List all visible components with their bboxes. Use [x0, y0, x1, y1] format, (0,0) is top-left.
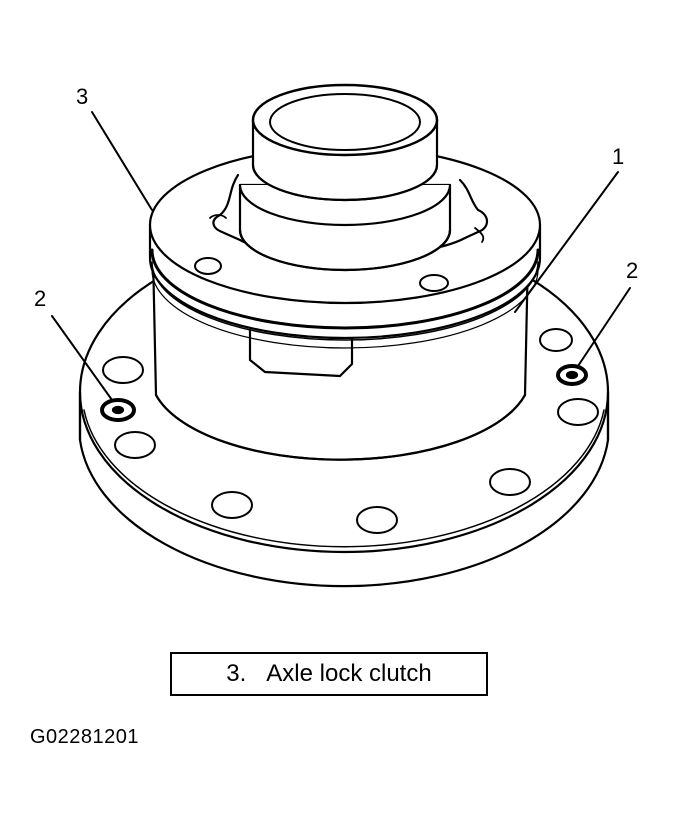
locating-pins: [100, 364, 588, 422]
caption-text: Axle lock clutch: [266, 660, 432, 687]
callout-3: 3: [76, 84, 89, 109]
hub: [238, 83, 452, 272]
callout-1: 1: [612, 144, 625, 169]
callout-2-right: 2: [626, 258, 639, 283]
callout-2-left: 2: [34, 286, 47, 311]
flange-bolt-holes: [102, 328, 599, 534]
figure-id: G02281201: [30, 726, 140, 748]
caption-box: 3. Axle lock clutch: [170, 652, 488, 696]
caption-number: 3.: [226, 660, 247, 687]
leader-lines: [51, 111, 631, 401]
